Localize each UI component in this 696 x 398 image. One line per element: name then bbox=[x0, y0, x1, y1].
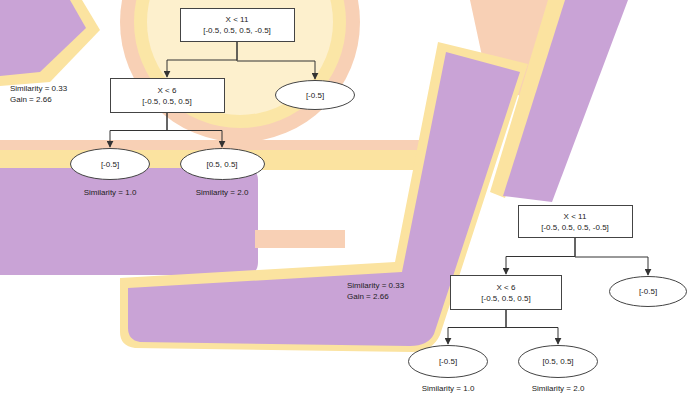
score-label: Similarity = 1.0 bbox=[422, 384, 475, 394]
split-box: X < 6[-0.5, 0.5, 0.5] bbox=[450, 275, 562, 310]
purple-band bbox=[0, 168, 258, 275]
tree-connector bbox=[167, 42, 237, 77]
node-title: X < 11 bbox=[226, 14, 249, 25]
peach-band bbox=[255, 230, 345, 248]
tree-connector bbox=[506, 238, 575, 274]
node-values: [-0.5, 0.5, 0.5, -0.5] bbox=[203, 25, 271, 36]
score-label: Similarity = 2.0 bbox=[532, 384, 585, 394]
ellipse-shape bbox=[276, 81, 355, 110]
score-label: Gain = 2.66 bbox=[10, 95, 52, 105]
split-box: X < 11[-0.5, 0.5, 0.5, -0.5] bbox=[180, 8, 295, 42]
split-box: X < 11[-0.5, 0.5, 0.5, -0.5] bbox=[518, 205, 633, 238]
ellipse-shape bbox=[519, 346, 598, 378]
tree-connector bbox=[167, 113, 222, 147]
leaf-ellipse: [0.5, 0.5] bbox=[518, 345, 598, 378]
score-label: Similarity = 2.0 bbox=[196, 188, 249, 198]
node-values: [-0.5, 0.5, 0.5] bbox=[142, 96, 191, 107]
node-title: [-0.5] bbox=[639, 286, 657, 297]
node-title: [0.5, 0.5] bbox=[206, 159, 237, 170]
score-label: Similarity = 0.33 bbox=[347, 281, 404, 291]
leaf-ellipse: [-0.5] bbox=[70, 148, 150, 180]
leaf-ellipse: [-0.5] bbox=[609, 276, 687, 307]
tree-connector bbox=[506, 310, 558, 344]
score-label: Similarity = 1.0 bbox=[84, 188, 137, 198]
leaf-ellipse: [-0.5] bbox=[408, 345, 488, 378]
node-title: X < 11 bbox=[564, 211, 587, 222]
node-title: X < 6 bbox=[497, 282, 516, 293]
score-label: Gain = 2.66 bbox=[347, 292, 389, 302]
node-title: [-0.5] bbox=[306, 90, 324, 101]
yellow-band bbox=[0, 0, 100, 86]
purple-band bbox=[0, 0, 86, 76]
score-label: Similarity = 0.33 bbox=[10, 84, 67, 94]
node-title: [-0.5] bbox=[439, 356, 457, 367]
ellipse-shape bbox=[180, 149, 264, 180]
peach-ring bbox=[120, 0, 360, 142]
tree-connector bbox=[448, 310, 506, 344]
tree-connector bbox=[575, 238, 648, 275]
tree-connector bbox=[237, 42, 315, 79]
purple-band bbox=[503, 0, 628, 202]
node-title: [-0.5] bbox=[101, 159, 119, 170]
tree-connector bbox=[110, 113, 167, 147]
leaf-ellipse: [0.5, 0.5] bbox=[180, 148, 265, 180]
ellipse-shape bbox=[610, 277, 687, 307]
leaf-ellipse: [-0.5] bbox=[275, 80, 355, 110]
ellipse-shape bbox=[71, 149, 150, 180]
node-title: [0.5, 0.5] bbox=[542, 356, 573, 367]
ellipse-shape bbox=[409, 346, 488, 378]
node-values: [-0.5, 0.5, 0.5] bbox=[481, 293, 530, 304]
split-box: X < 6[-0.5, 0.5, 0.5] bbox=[110, 78, 225, 113]
node-title: X < 6 bbox=[158, 85, 177, 96]
node-values: [-0.5, 0.5, 0.5, -0.5] bbox=[541, 222, 609, 233]
